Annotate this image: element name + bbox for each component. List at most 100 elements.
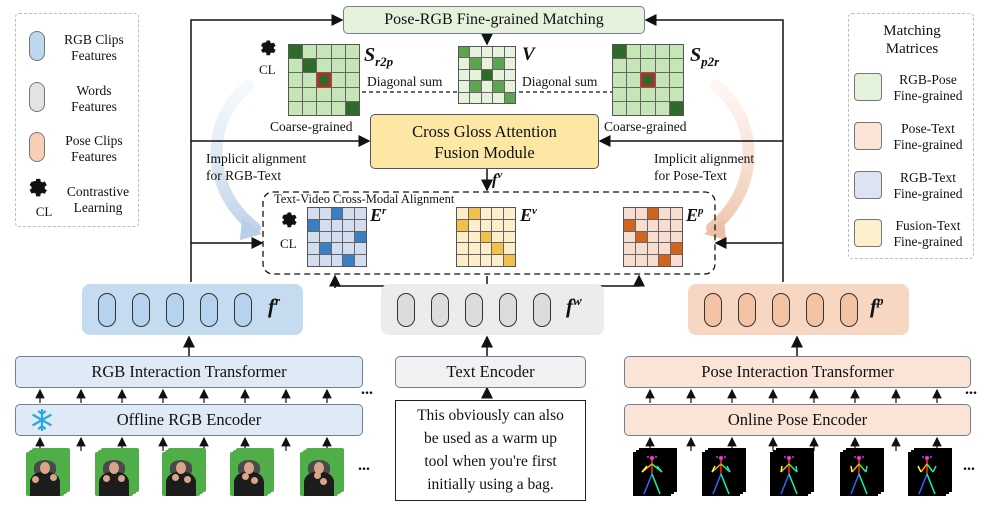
matrix-cell <box>671 219 682 231</box>
rgb-frame <box>230 452 268 496</box>
matrix-cell <box>655 59 669 73</box>
matrix-cell <box>481 69 493 81</box>
matrix-cell <box>613 87 627 101</box>
matrix-cell <box>492 231 504 243</box>
matrix-cell <box>641 101 655 115</box>
matrix-cell <box>308 219 319 231</box>
matrix-cell <box>504 92 515 103</box>
word-feature-swatch <box>29 82 45 112</box>
matrix-cell <box>480 231 492 243</box>
feature-token <box>200 293 218 327</box>
matrix-cell <box>343 219 355 231</box>
matrix-cell <box>671 255 682 266</box>
word-features-bank <box>381 284 604 335</box>
pose-frame <box>702 452 740 496</box>
coarse-grained-right: Coarse-grained <box>604 119 687 134</box>
matrix-cell <box>457 243 468 255</box>
pose-features-bank <box>688 284 909 335</box>
rgb-frame <box>300 452 338 496</box>
s-p2r-label: Sp2r <box>690 44 720 69</box>
matrix-cell <box>331 231 343 243</box>
matrix-cell <box>659 231 671 243</box>
feature-token <box>704 293 722 327</box>
sentence-line-2: be used as a warm up <box>424 430 557 447</box>
matrix-cell <box>635 243 647 255</box>
s-p2r-matrix <box>612 44 684 116</box>
matrix-cell <box>493 47 504 58</box>
matrix-cell <box>468 255 480 266</box>
matrix-cell <box>627 73 641 87</box>
swatch-pose-text <box>854 122 882 150</box>
feature-token <box>132 293 150 327</box>
matrix-cell <box>289 101 303 115</box>
feature-token <box>166 293 184 327</box>
matrix-cell <box>669 59 683 73</box>
matrix-cell <box>641 45 655 59</box>
legend-cl-label: CL <box>35 204 53 219</box>
matrix-cell <box>317 101 331 115</box>
pose-frame <box>633 452 671 496</box>
feature-token <box>234 293 252 327</box>
matrix-cell <box>635 255 647 266</box>
matrix-cell <box>331 101 345 115</box>
matrix-cell <box>504 219 515 231</box>
matrix-cell <box>659 208 671 219</box>
matrix-cell <box>303 45 317 59</box>
matrix-cell <box>343 243 355 255</box>
rgb-feature-swatch <box>29 31 45 61</box>
sentence-line-3: tool when you're first <box>424 453 557 470</box>
matrix-cell <box>504 58 515 69</box>
matrix-cell <box>308 231 319 243</box>
pose-frame <box>840 452 878 496</box>
matrix-cell <box>624 231 635 243</box>
ellipsis-pose-transformer: ... <box>965 381 977 398</box>
matrix-cell <box>480 219 492 231</box>
snowflake-icon <box>32 408 52 432</box>
matrix-cell <box>671 208 682 219</box>
matrix-cell <box>470 69 481 81</box>
matrix-cell <box>303 101 317 115</box>
matrix-cell <box>468 231 480 243</box>
matrix-cell <box>457 231 468 243</box>
cl-label-align: CL <box>280 236 297 251</box>
matrix-cell <box>459 69 470 81</box>
matrix-cell <box>504 255 515 266</box>
matrix-cell <box>468 208 480 219</box>
matrix-cell <box>493 58 504 69</box>
sentence-line-4: initially using a bag. <box>427 476 554 493</box>
matrix-cell <box>457 219 468 231</box>
matrix-cell <box>480 255 492 266</box>
f-r-label: fr <box>268 293 281 318</box>
cl-label-top: CL <box>259 62 276 77</box>
matrix-cell <box>459 47 470 58</box>
matrix-cell <box>480 243 492 255</box>
matrix-cell <box>459 92 470 103</box>
s-r2p-label: Sr2p <box>364 44 394 69</box>
matrix-cell <box>355 255 366 266</box>
matrix-cell <box>470 47 481 58</box>
matrix-cell <box>659 255 671 266</box>
matrix-cell <box>331 219 343 231</box>
text-video-alignment-label: Text-Video Cross-Modal Alignment <box>274 192 455 206</box>
matrix-cell <box>492 219 504 231</box>
input-sentence-box: This obviously can also be used as a war… <box>395 400 586 501</box>
matrix-cell <box>308 243 319 255</box>
matrix-cell <box>331 45 345 59</box>
matrix-cell <box>613 73 627 87</box>
matrix-cell <box>504 231 515 243</box>
e-v-label: Ev <box>520 205 537 225</box>
matrix-cell <box>647 255 659 266</box>
matrix-cell <box>343 208 355 219</box>
e-v-matrix <box>456 207 516 267</box>
v-label: V <box>522 44 535 65</box>
matrix-cell <box>319 243 331 255</box>
